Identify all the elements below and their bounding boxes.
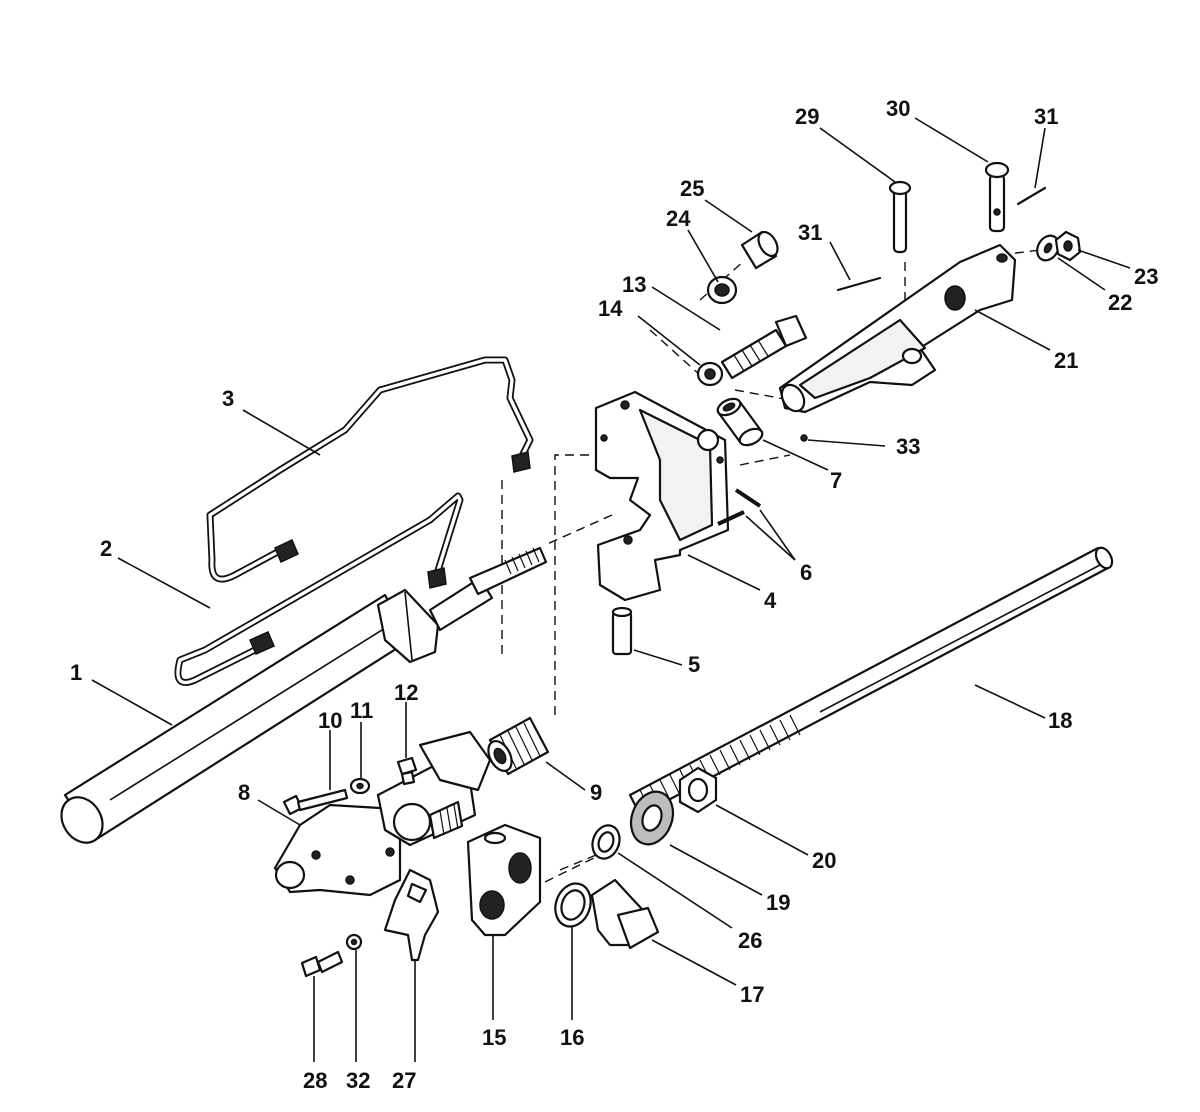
part-26-seal — [591, 824, 621, 860]
part-21-tiller-arm — [778, 243, 1017, 414]
callout-23: 23 — [1134, 264, 1158, 289]
part-31-cotter-pin-upper — [1016, 186, 1047, 206]
part-32-washer — [345, 933, 363, 951]
part-13-bolt — [720, 314, 808, 380]
callout-22: 22 — [1108, 290, 1132, 315]
callout-27: 27 — [392, 1068, 416, 1093]
callout-11: 11 — [350, 698, 373, 723]
part-30-pin — [984, 161, 1010, 233]
callout-32: 32 — [346, 1068, 370, 1093]
part-29-pin — [888, 180, 912, 254]
callout-13: 13 — [622, 272, 646, 297]
callout-18: 18 — [1048, 708, 1072, 733]
part-11-washer — [349, 777, 371, 795]
callout-10: 10 — [318, 708, 342, 733]
part-7-bushing — [716, 397, 764, 447]
part-6-roll-pins — [717, 488, 762, 526]
callout-31-upper: 31 — [1034, 104, 1058, 129]
callout-leaders — [91, 117, 1131, 1062]
part-3-hydraulic-line-upper — [206, 356, 534, 583]
part-33-ball — [800, 434, 808, 442]
callout-26: 26 — [738, 928, 762, 953]
callout-20: 20 — [812, 848, 836, 873]
part-12-grease-fitting — [396, 756, 418, 786]
callout-4: 4 — [764, 588, 777, 613]
part-15-block — [466, 823, 542, 937]
part-25-pin — [740, 230, 779, 270]
callout-30: 30 — [886, 96, 910, 121]
part-5-pin — [611, 606, 633, 656]
part-8-control-valve — [273, 730, 492, 897]
callout-6: 6 — [800, 560, 812, 585]
callout-1: 1 — [70, 660, 82, 685]
callout-28: 28 — [303, 1068, 327, 1093]
callout-19: 19 — [766, 890, 790, 915]
part-16-lock-washer — [554, 882, 592, 928]
part-31-cotter-pin-lower — [836, 276, 882, 292]
callout-31-lower: 31 — [798, 220, 822, 245]
part-14-washer — [696, 361, 724, 387]
callout-24: 24 — [666, 206, 691, 231]
part-9-threaded-bushing — [487, 716, 550, 776]
part-23-nut — [1054, 230, 1082, 262]
part-24-bushing — [706, 275, 738, 305]
callout-15: 15 — [482, 1025, 506, 1050]
part-10-bolt — [282, 788, 349, 816]
part-19-sealing-washer — [629, 790, 675, 846]
callout-7: 7 — [830, 468, 842, 493]
callout-8: 8 — [238, 780, 250, 805]
callout-labels: 1 2 3 4 5 6 7 8 9 10 11 12 13 14 15 16 1… — [70, 96, 1158, 1093]
callout-3: 3 — [222, 386, 234, 411]
callout-16: 16 — [560, 1025, 584, 1050]
part-1-cylinder — [60, 546, 548, 844]
callout-21: 21 — [1054, 348, 1078, 373]
part-17-plug — [590, 878, 660, 950]
callout-2: 2 — [100, 536, 112, 561]
callout-17: 17 — [740, 982, 764, 1007]
callout-5: 5 — [688, 652, 700, 677]
part-22-washer — [1036, 234, 1060, 262]
part-27-bracket-plate — [383, 868, 440, 962]
callout-29: 29 — [795, 104, 819, 129]
callout-25: 25 — [680, 176, 704, 201]
callout-9: 9 — [590, 780, 602, 805]
part-28-bolt — [300, 950, 344, 978]
part-20-nut — [678, 766, 718, 814]
callout-14: 14 — [598, 296, 623, 321]
part-4-bracket — [594, 390, 730, 602]
part-2-hydraulic-line-lower — [174, 492, 464, 686]
callout-33: 33 — [896, 434, 920, 459]
callout-12: 12 — [394, 680, 418, 705]
